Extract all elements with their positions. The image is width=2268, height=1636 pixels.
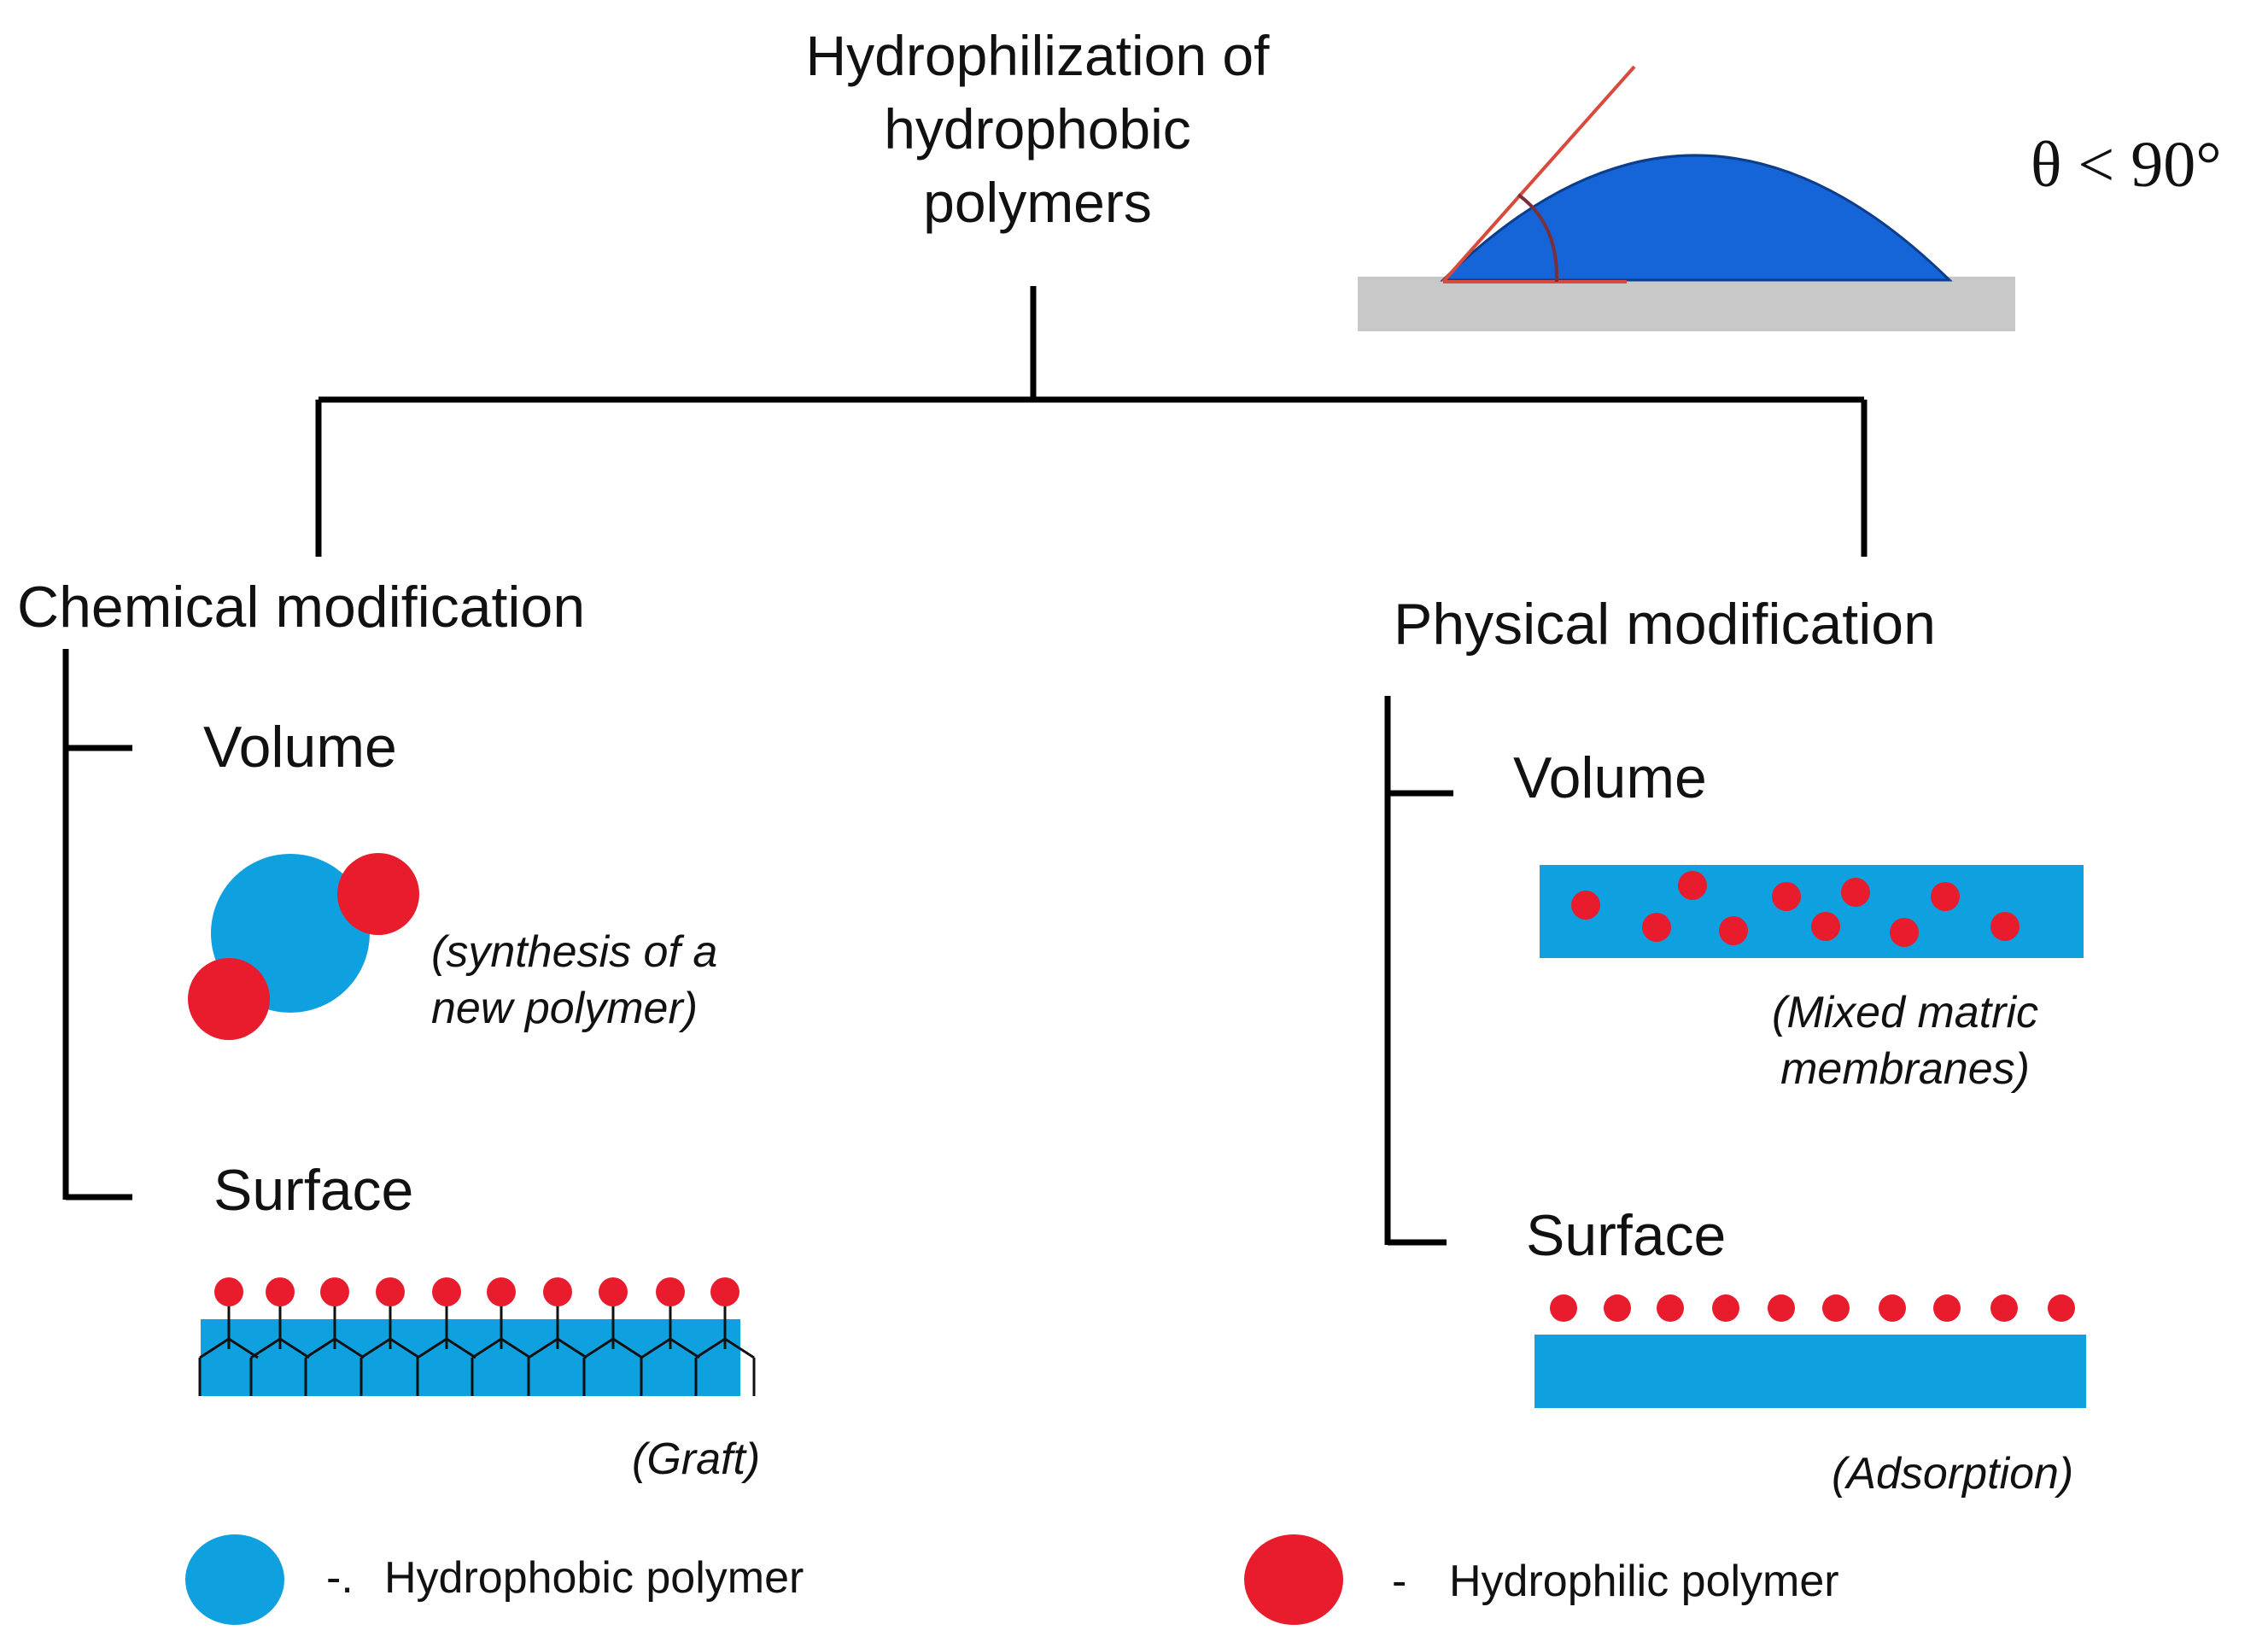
legend-hydrophobic-dash: -. [326,1553,354,1603]
diagram-title: Hydrophilization of hydrophobic polymers [743,19,1332,239]
physical-volume-caption-2: membranes) [1780,1044,2030,1094]
mm-particle [1890,918,1919,947]
graft-branch [528,1337,587,1359]
tangent-line [1441,65,1636,283]
graft-branch [360,1337,420,1359]
graft-branch [583,1337,643,1359]
mm-particle [1719,916,1748,945]
graft-branch [695,1337,755,1359]
title-line-3: polymers [923,171,1152,234]
graft-branch [417,1337,476,1359]
physical-volume-caption: (Mixed matric membranes) [1772,985,2038,1097]
adsorbed-particle [1712,1294,1739,1322]
graft-head [599,1277,628,1306]
adsorbed-particle [1933,1294,1961,1322]
physical-surface-label: Surface [1526,1203,1727,1268]
graft-illustration [198,1277,756,1396]
mm-particle [1772,882,1801,911]
graft-head [543,1277,572,1306]
mixed-matrix-illustration [1540,865,2084,958]
chemical-surface-label: Surface [213,1158,414,1223]
physical-volume-caption-1: (Mixed matric [1772,988,2039,1037]
adsorbed-particle [1768,1294,1795,1322]
legend-hydrophobic-label: Hydrophobic polymer [384,1553,804,1603]
graft-head [266,1277,295,1306]
graft-head [710,1277,739,1306]
adsorption-substrate [1534,1335,2086,1408]
graft-head [214,1277,243,1306]
mm-particle [1990,912,2020,941]
legend-hydrophobic-marker [185,1534,284,1625]
graft-head [656,1277,685,1306]
title-line-1: Hydrophilization of [805,24,1270,87]
graft-head [432,1277,461,1306]
chemical-volume-caption-2: new polymer) [431,984,699,1033]
chemical-volume-caption: (synthesis of a new polymer) [431,924,717,1037]
legend-hydrophilic-label: Hydrophilic polymer [1449,1557,1839,1606]
adsorbed-particle [1879,1294,1906,1322]
legend-markers [185,1534,1343,1625]
graft-branch [471,1337,531,1359]
physical-volume-label: Volume [1513,745,1707,810]
graft-head [487,1277,516,1306]
legend-hydrophilic-dash: - [1392,1557,1407,1606]
adsorbed-particle [1550,1294,1577,1322]
mm-particles [1571,871,2020,947]
physical-surface-caption: (Adsorption) [1832,1449,2074,1499]
mm-particle [1678,871,1707,900]
graft-branch [199,1337,259,1359]
mm-particle [1571,891,1600,920]
contact-angle-illustration [1358,65,2015,331]
hydrophilic-unit-top [337,853,419,935]
mm-particle [1841,878,1870,907]
graft-substrate [201,1319,740,1396]
adsorbed-particle [1604,1294,1631,1322]
mm-particle [1642,913,1671,942]
chemical-volume-label: Volume [203,715,397,780]
graft-branch [250,1337,310,1359]
ads-particles [1550,1294,2075,1322]
adsorbed-particle [1657,1294,1684,1322]
chemical-volume-illustration [188,853,419,1040]
angle-arc [1517,193,1559,283]
adsorbed-particle [1822,1294,1850,1322]
graft-heads [214,1277,739,1306]
graft-head [376,1277,405,1306]
title-line-2: hydrophobic [884,97,1191,161]
chemical-volume-caption-1: (synthesis of a [431,927,718,977]
adsorption-illustration [1534,1294,2086,1408]
adsorbed-particle [2048,1294,2075,1322]
mm-particle [1811,912,1840,941]
mm-particle [1931,882,1960,911]
adsorbed-particle [1990,1294,2018,1322]
substrate [1358,277,2015,331]
graft-branch [640,1337,700,1359]
physical-modification-heading: Physical modification [1394,592,1936,657]
contact-angle-label: θ < 90° [2031,129,2222,201]
legend-hydrophilic-marker [1244,1534,1343,1625]
water-droplet [1440,154,1953,282]
hydrophilic-unit-bottom [188,958,270,1040]
matrix-membrane [1540,865,2084,958]
tree-connectors [62,286,1868,1246]
chemical-surface-caption: (Graft) [632,1434,761,1484]
graft-head [320,1277,349,1306]
graft-branch [305,1337,365,1359]
chemical-modification-heading: Chemical modification [17,575,586,640]
